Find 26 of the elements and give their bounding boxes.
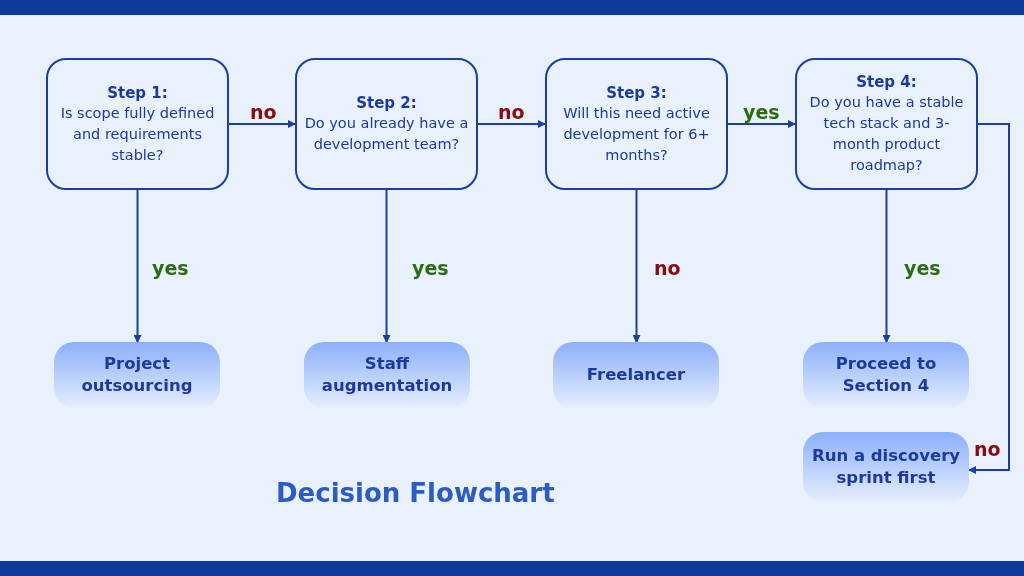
step-heading: Step 2: (356, 93, 417, 113)
outcome-box: Freelancer (553, 342, 719, 408)
outcome-box: Run a discovery sprint first (803, 432, 969, 502)
outcome-box: Proceed to Section 4 (803, 342, 969, 408)
outcome-box: Staff augmentation (304, 342, 470, 408)
step-question: Do you already have a development team? (303, 114, 470, 154)
arrow (477, 120, 546, 128)
decision-box (545, 58, 728, 190)
arrow (632, 189, 641, 343)
arrow (228, 120, 296, 128)
decision-box (46, 58, 229, 190)
arrow (882, 189, 891, 343)
arrow (133, 189, 142, 343)
arrow (382, 189, 391, 343)
step-question: Do you have a stable tech stack and 3-month product roadmap? (808, 93, 965, 175)
decision-box (795, 58, 978, 190)
arrow (968, 123, 1010, 474)
title: Decision Flowchart (276, 478, 555, 508)
decision-box (295, 58, 478, 190)
outcome-box: Project outsourcing (54, 342, 220, 408)
step-heading: Step 4: (856, 72, 917, 92)
step-heading: Step 3: (606, 82, 667, 103)
step-question: Will this need active development for 6+ months? (562, 103, 711, 165)
arrow (727, 120, 796, 128)
step-question: Is scope fully defined and requirements stable? (59, 103, 216, 165)
step-heading: Step 1: (107, 82, 168, 103)
